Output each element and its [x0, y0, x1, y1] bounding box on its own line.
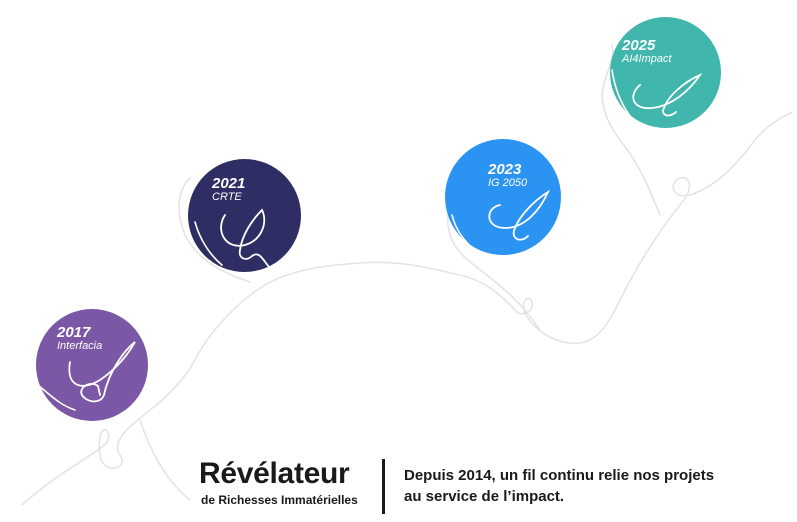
- brand-divider: [382, 459, 385, 514]
- milestone-circle-2021: [188, 159, 301, 272]
- tagline-line-2: au service de l’impact.: [404, 488, 565, 505]
- milestone-name: CRTE: [212, 191, 242, 203]
- milestone-label-2025: 2025 AI4Impact: [622, 38, 672, 65]
- milestone-name: AI4Impact: [622, 53, 672, 65]
- milestone-year: 2025: [622, 37, 656, 54]
- milestone-label-2021: 2021 CRTE: [212, 176, 245, 203]
- milestone-year: 2023: [488, 161, 522, 178]
- milestone-circle-2017: [36, 309, 148, 421]
- milestone-label-2023: 2023 IG 2050: [488, 162, 527, 189]
- milestone-name: IG 2050: [488, 177, 528, 189]
- brand-subtitle: de Richesses Immatérielles: [201, 493, 358, 507]
- tagline: Depuis 2014, un fil continu relie nos pr…: [404, 465, 714, 507]
- milestone-name: Interfacia: [57, 340, 103, 352]
- milestone-year: 2017: [57, 324, 91, 341]
- milestone-year: 2021: [212, 175, 246, 192]
- brand-title: Révélateur: [199, 457, 350, 490]
- milestone-label-2017: 2017 Interfacia: [57, 325, 102, 352]
- milestone-circle-2025: [610, 17, 721, 128]
- tagline-line-1: Depuis 2014, un fil continu relie nos pr…: [404, 467, 715, 484]
